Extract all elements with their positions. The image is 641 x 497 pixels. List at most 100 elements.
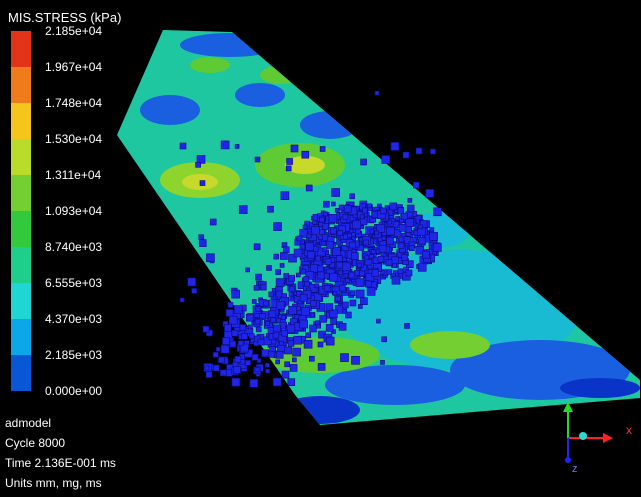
legend-bin xyxy=(11,139,31,175)
particle xyxy=(240,343,249,353)
particle xyxy=(213,364,220,372)
particle xyxy=(289,286,296,293)
particle xyxy=(360,264,368,272)
particle xyxy=(342,262,351,272)
particle xyxy=(288,274,296,282)
particle xyxy=(322,223,329,230)
particle xyxy=(204,365,210,371)
particle xyxy=(281,329,289,337)
particle xyxy=(255,273,262,281)
particle xyxy=(276,318,281,323)
particle xyxy=(336,255,343,262)
particle xyxy=(365,280,372,288)
particle xyxy=(198,234,205,240)
particle xyxy=(266,265,272,271)
particle xyxy=(317,363,326,371)
particle xyxy=(352,220,361,230)
particle xyxy=(296,235,303,242)
particle xyxy=(245,267,250,273)
particle xyxy=(259,283,267,291)
particle xyxy=(267,205,274,213)
particle xyxy=(202,325,210,333)
particle xyxy=(311,226,320,235)
particle xyxy=(328,309,338,319)
particle xyxy=(342,214,349,220)
particle xyxy=(326,241,334,249)
particle xyxy=(187,277,196,287)
particle xyxy=(332,291,338,296)
particle xyxy=(289,364,298,372)
particle xyxy=(215,346,221,352)
particle xyxy=(404,323,410,329)
particle xyxy=(381,155,391,164)
particle xyxy=(305,270,315,280)
particle xyxy=(315,255,321,262)
particle xyxy=(191,288,197,294)
particle xyxy=(322,247,328,252)
particle xyxy=(374,90,380,96)
legend-bin xyxy=(11,67,31,103)
legend-bin xyxy=(11,247,31,283)
particle xyxy=(179,142,187,150)
particle xyxy=(286,324,296,334)
particle xyxy=(231,329,239,337)
particle xyxy=(281,370,290,379)
particle xyxy=(305,184,313,192)
particle xyxy=(317,235,323,240)
particle xyxy=(265,368,270,374)
particle xyxy=(342,309,348,314)
particle xyxy=(301,307,310,317)
particle xyxy=(275,350,284,359)
particle xyxy=(429,232,438,241)
particle xyxy=(415,147,423,155)
particle xyxy=(367,269,373,274)
particle xyxy=(257,338,265,346)
particle xyxy=(280,191,290,200)
particle xyxy=(323,285,331,292)
legend-bin xyxy=(11,283,31,319)
particle xyxy=(408,245,415,251)
particle xyxy=(255,305,262,312)
model-name: admodel xyxy=(5,416,52,430)
particle xyxy=(306,233,312,239)
particle xyxy=(324,258,332,265)
cycle-readout: Cycle 8000 xyxy=(5,436,66,450)
particle xyxy=(323,211,328,217)
particle xyxy=(340,353,349,362)
axis-triad: x z xyxy=(563,402,632,475)
particle xyxy=(369,229,375,234)
particle xyxy=(288,291,294,297)
particle xyxy=(334,208,340,213)
particle xyxy=(389,202,398,211)
particle xyxy=(419,220,428,228)
particle xyxy=(205,371,213,378)
particle xyxy=(392,221,400,228)
particle xyxy=(295,272,301,278)
axis-x-label: x xyxy=(626,423,632,437)
particle xyxy=(312,220,318,225)
particle xyxy=(345,278,350,284)
particle xyxy=(385,259,393,267)
particle xyxy=(304,280,310,287)
particle xyxy=(319,229,325,235)
particle xyxy=(317,341,324,348)
particle xyxy=(397,207,405,214)
particle xyxy=(418,236,427,245)
particle xyxy=(198,239,207,247)
particle xyxy=(349,290,356,297)
particle xyxy=(381,336,387,343)
particle xyxy=(417,262,427,272)
particle xyxy=(254,156,261,163)
particle xyxy=(355,278,365,287)
particle xyxy=(303,276,310,282)
legend-tick-label: 0.000e+00 xyxy=(45,384,103,398)
particle xyxy=(299,319,308,329)
legend-tick-label: 2.185e+03 xyxy=(45,348,103,362)
particle xyxy=(405,218,414,227)
particle xyxy=(351,232,356,237)
particle xyxy=(305,242,315,251)
time-readout: Time 2.136E-001 ms xyxy=(5,456,116,470)
particle xyxy=(405,269,413,277)
